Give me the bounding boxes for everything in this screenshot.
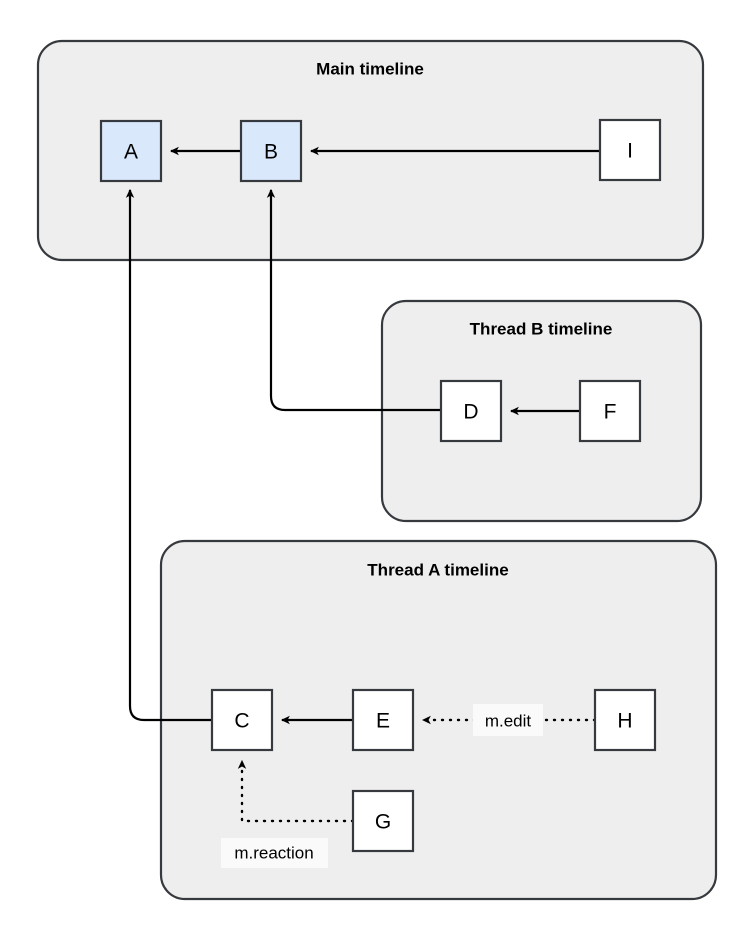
node-D-box[interactable]: [439, 379, 503, 443]
node-E[interactable]: E: [351, 688, 415, 752]
node-E-box[interactable]: [351, 688, 415, 752]
node-B-box[interactable]: [239, 119, 303, 183]
edge-label-m-reaction-bg: [221, 838, 328, 868]
node-A-box[interactable]: [99, 119, 163, 183]
node-G[interactable]: G: [351, 789, 415, 853]
edge-d-to-b: [266, 188, 441, 412]
edge-g-to-c: [237, 759, 355, 823]
node-G-label: G: [375, 811, 391, 834]
edge-c-to-a: [125, 188, 212, 722]
node-E-label: E: [376, 710, 390, 733]
node-C-box[interactable]: [210, 688, 274, 752]
node-F-box[interactable]: [578, 379, 642, 443]
node-B[interactable]: B: [239, 119, 303, 183]
node-A[interactable]: A: [99, 119, 163, 183]
node-C[interactable]: C: [210, 688, 274, 752]
group-main-timeline-title: Main timeline: [316, 59, 424, 78]
node-I-box[interactable]: [598, 118, 662, 182]
node-H-box[interactable]: [593, 688, 657, 752]
edge-label-m-edit-text: m.edit: [485, 712, 532, 731]
node-C-label: C: [234, 710, 249, 733]
node-G-box[interactable]: [351, 789, 415, 853]
group-thread-b-timeline-title: Thread B timeline: [470, 319, 613, 338]
node-A-label: A: [124, 141, 138, 164]
node-F-label: F: [604, 401, 617, 424]
node-I-label: I: [627, 140, 633, 163]
node-F[interactable]: F: [578, 379, 642, 443]
edge-label-m-reaction: m.reaction: [221, 838, 328, 868]
edge-label-m-reaction-text: m.reaction: [234, 844, 313, 863]
edge-label-m-edit: m.edit: [473, 704, 543, 736]
edge-label-m-edit-bg: [473, 704, 543, 736]
node-I[interactable]: I: [598, 118, 662, 182]
node-D[interactable]: D: [439, 379, 503, 443]
node-H-label: H: [617, 710, 632, 733]
node-B-label: B: [264, 141, 278, 164]
group-thread-a-timeline-title: Thread A timeline: [367, 560, 508, 579]
node-H[interactable]: H: [593, 688, 657, 752]
node-D-label: D: [463, 401, 478, 424]
